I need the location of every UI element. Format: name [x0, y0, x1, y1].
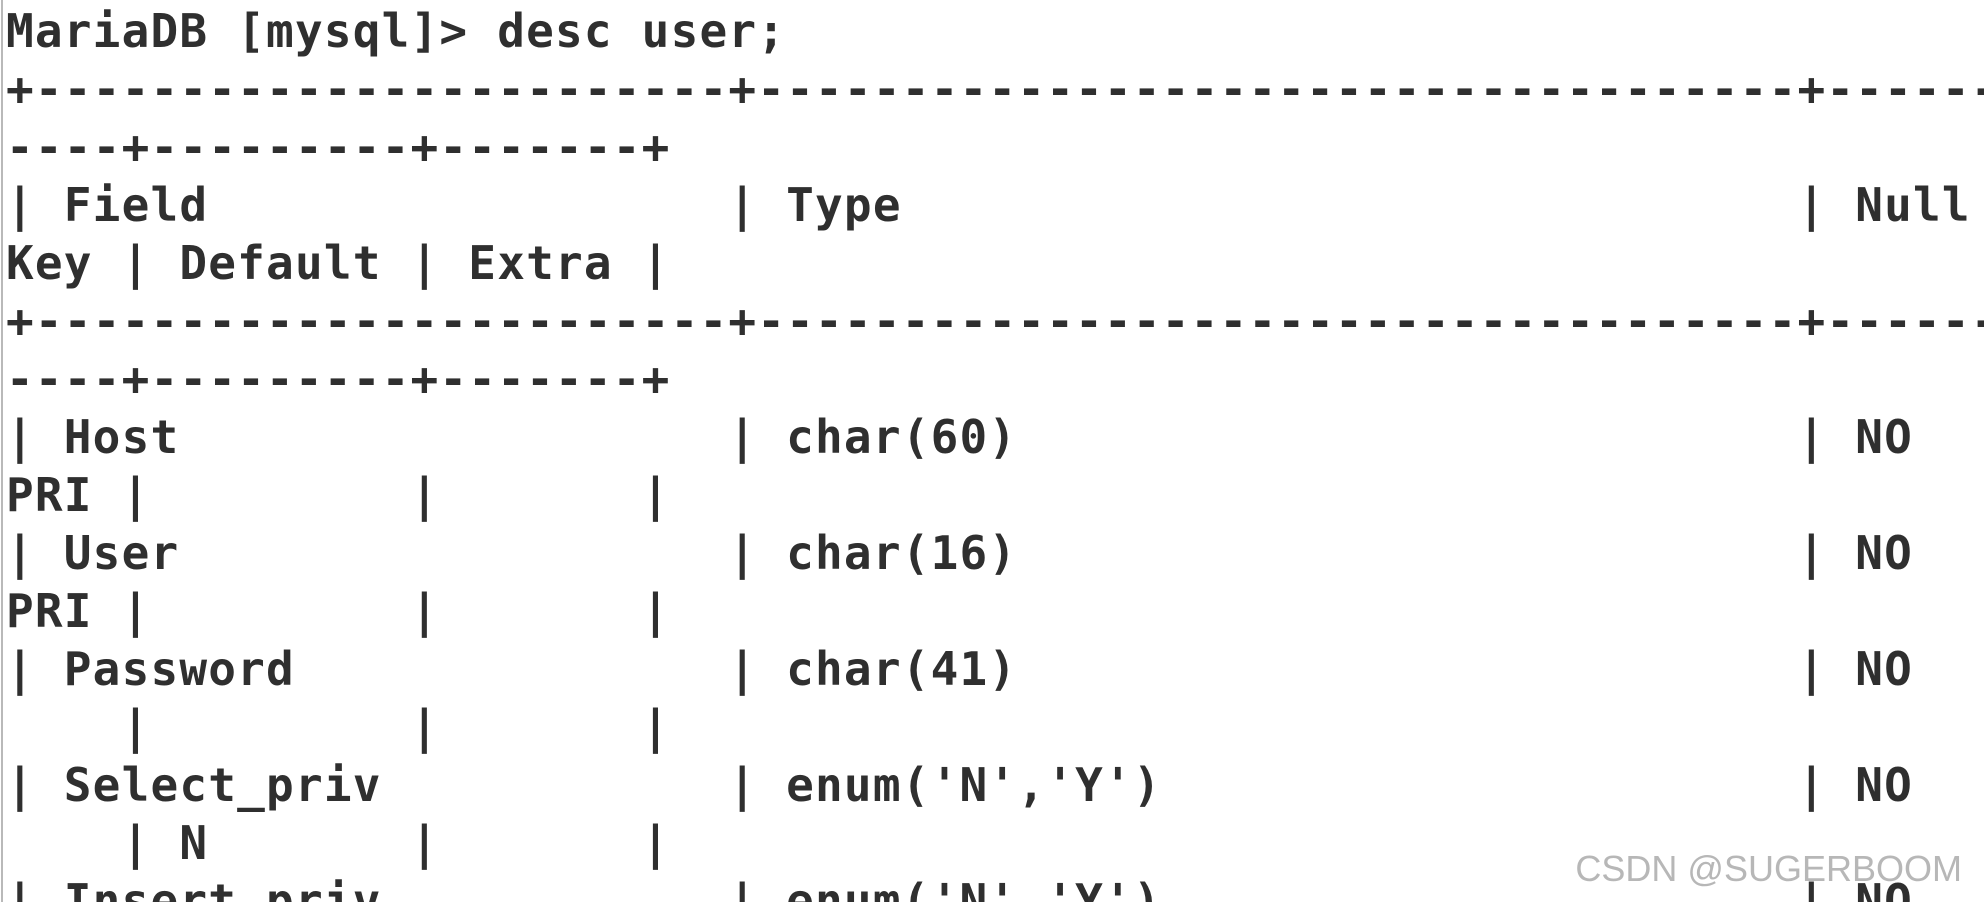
table-border-line-wrap: ----+---------+-------+ — [6, 120, 671, 174]
command-prompt-line: MariaDB [mysql]> desc user; — [6, 4, 787, 58]
table-border-line-wrap: ----+---------+-------+ — [6, 352, 671, 406]
table-row-insert-priv: | Insert_priv | enum('N','Y') | NO | — [6, 874, 1984, 902]
table-row-user: | User | char(16) | NO | — [6, 526, 1984, 580]
terminal-left-border — [1, 0, 3, 902]
table-header-line: | Field | Type | Null | — [6, 178, 1984, 232]
table-row-password: | Password | char(41) | NO | — [6, 642, 1984, 696]
table-row-password-wrap: | | | — [6, 700, 671, 754]
table-row-select-priv-wrap: | N | | — [6, 816, 671, 870]
table-row-select-priv: | Select_priv | enum('N','Y') | NO | — [6, 758, 1984, 812]
table-row-user-wrap: PRI | | | — [6, 584, 671, 638]
table-row-host-wrap: PRI | | | — [6, 468, 671, 522]
table-border-line: +------------------------+--------------… — [6, 294, 1984, 348]
table-row-host: | Host | char(60) | NO | — [6, 410, 1984, 464]
table-header-line-wrap: Key | Default | Extra | — [6, 236, 671, 290]
csdn-watermark: CSDN @SUGERBOOM — [1575, 848, 1962, 889]
terminal-output: MariaDB [mysql]> desc user; +-----------… — [6, 0, 1984, 902]
table-border-line: +------------------------+--------------… — [6, 62, 1984, 116]
